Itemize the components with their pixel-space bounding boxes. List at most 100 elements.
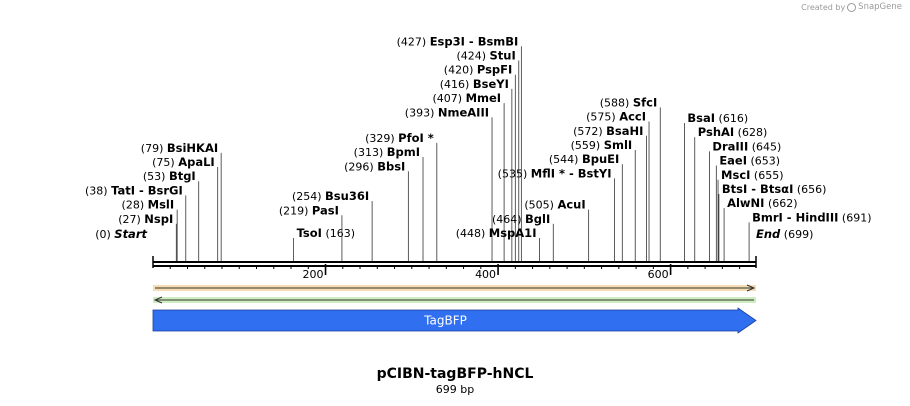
enzyme-label: (27) NspI — [118, 212, 173, 226]
enzyme-layer: TsoI (163)(27) NspI(28) MslI(38) TatI - … — [85, 34, 871, 261]
end-name: Start — [114, 227, 147, 241]
enzyme-label: (575) AccI — [586, 110, 646, 124]
enzyme-position: (535) — [498, 167, 531, 180]
enzyme-position: (416) — [440, 78, 473, 91]
feature-label: TagBFP — [423, 314, 467, 328]
enzyme-label: MscI (655) — [721, 168, 783, 182]
enzyme-position: (427) — [397, 35, 430, 48]
enzyme-name: BglI — [525, 212, 550, 226]
enzyme-label: (79) BsiHKAI — [141, 141, 218, 155]
tick-label: 600 — [648, 268, 669, 281]
enzyme-label: (535) MflI * - BstYI — [498, 166, 612, 180]
enzyme-position: (653) — [747, 155, 780, 168]
enzyme-name: AccI — [619, 110, 646, 124]
enzyme-position: (219) — [279, 204, 312, 217]
enzyme-label: (219) PasI — [279, 203, 339, 217]
enzyme-position: (691) — [838, 211, 871, 224]
enzyme-label: BtsI - BtsαI (656) — [722, 182, 827, 196]
enzyme-name: SfcI — [633, 95, 657, 109]
enzyme-position: (645) — [748, 140, 781, 153]
enzyme-position: (28) — [122, 199, 148, 212]
feature-arrow — [152, 307, 757, 334]
enzyme-name: ApaLI — [178, 155, 215, 169]
enzyme-label: (448) MspA1I — [456, 226, 537, 240]
enzyme-name: PfoI * — [398, 131, 434, 145]
enzyme-position: (662) — [764, 197, 797, 210]
enzyme-position: (296) — [344, 160, 377, 173]
enzyme-name: BsiHKAI — [167, 141, 218, 155]
enzyme-name: Bsu36I — [325, 189, 369, 203]
enzyme-position: (254) — [292, 190, 325, 203]
enzyme-name: BpuEI — [582, 152, 619, 166]
enzyme-name: MspA1I — [489, 226, 537, 240]
enzyme-position: (559) — [571, 139, 604, 152]
end-marker: End (699) — [756, 227, 813, 241]
enzyme-name: BpmI — [387, 145, 420, 159]
enzyme-position: (27) — [118, 213, 144, 226]
end-position: (0) — [95, 228, 114, 241]
enzyme-name: BmrI - HindIII — [752, 210, 838, 224]
enzyme-name: BsaHI — [606, 124, 643, 138]
enzyme-position: (313) — [354, 146, 387, 159]
enzyme-name: PshAI — [698, 125, 734, 139]
enzyme-position: (79) — [141, 142, 167, 155]
tick-label: 400 — [475, 268, 496, 281]
enzyme-position: (163) — [322, 227, 355, 240]
enzyme-label: (588) SfcI — [600, 95, 657, 109]
enzyme-label: (28) MslI — [122, 198, 175, 212]
enzyme-label: PshAI (628) — [698, 125, 768, 139]
enzyme-label: (424) StuI — [456, 49, 515, 63]
enzyme-name: StuI — [490, 49, 516, 63]
orf-arrow-icon — [153, 296, 163, 304]
plasmid-name: pCIBN-tagBFP-hNCL — [376, 366, 534, 382]
enzyme-name: NspI — [144, 212, 173, 226]
enzyme-name: MmeI — [466, 91, 502, 105]
enzyme-label: EaeI (653) — [719, 154, 780, 168]
end-position: (699) — [780, 228, 813, 241]
enzyme-label: (393) NmeAIII — [405, 105, 489, 119]
enzyme-label: (544) BpuEI — [549, 152, 619, 166]
enzyme-name: BbsI — [377, 159, 405, 173]
enzyme-position: (75) — [152, 156, 178, 169]
enzyme-label: (505) AcuI — [524, 198, 585, 212]
enzyme-position: (544) — [549, 153, 582, 166]
enzyme-position: (655) — [750, 169, 783, 182]
enzyme-position: (38) — [85, 184, 111, 197]
enzyme-name: NmeAIII — [438, 105, 489, 119]
enzyme-label: (416) BseYI — [440, 77, 509, 91]
enzyme-label: TsoI (163) — [297, 226, 355, 240]
enzyme-name: PspFI — [477, 63, 512, 77]
enzyme-position: (616) — [715, 112, 748, 125]
enzyme-name: BtgI — [169, 169, 196, 183]
enzyme-name: AlwNI — [727, 196, 764, 210]
enzyme-position: (656) — [793, 183, 826, 196]
enzyme-label: BsaI (616) — [687, 111, 748, 125]
orf-arrow-icon — [746, 284, 756, 292]
credit-prefix: Created by — [801, 2, 846, 12]
enzyme-name: EaeI — [719, 154, 747, 168]
enzyme-label: (559) SmlI — [571, 138, 633, 152]
enzyme-label: (407) MmeI — [433, 91, 502, 105]
enzyme-position: (588) — [600, 96, 633, 109]
enzyme-label: AlwNI (662) — [727, 196, 797, 210]
feature-layer: TagBFP — [152, 284, 757, 334]
enzyme-position: (505) — [524, 199, 557, 212]
snapgene-logo-icon — [847, 2, 857, 12]
end-name: End — [756, 227, 781, 241]
enzyme-label: (296) BbsI — [344, 159, 405, 173]
enzyme-name: SmlI — [604, 138, 633, 152]
enzyme-name: MflI * - BstYI — [531, 166, 612, 180]
enzyme-name: Esp3I - BsmBI — [430, 34, 519, 48]
enzyme-position: (572) — [573, 125, 606, 138]
enzyme-name: AcuI — [557, 198, 585, 212]
enzyme-position: (393) — [405, 106, 438, 119]
enzyme-position: (420) — [444, 64, 477, 77]
enzyme-position: (575) — [586, 111, 619, 124]
enzyme-name: TatI - BsrGI — [111, 183, 183, 197]
enzyme-name: MslI — [148, 198, 175, 212]
enzyme-name: BsaI — [687, 111, 715, 125]
enzyme-label: (420) PspFI — [444, 63, 513, 77]
enzyme-label: (38) TatI - BsrGI — [85, 183, 183, 197]
